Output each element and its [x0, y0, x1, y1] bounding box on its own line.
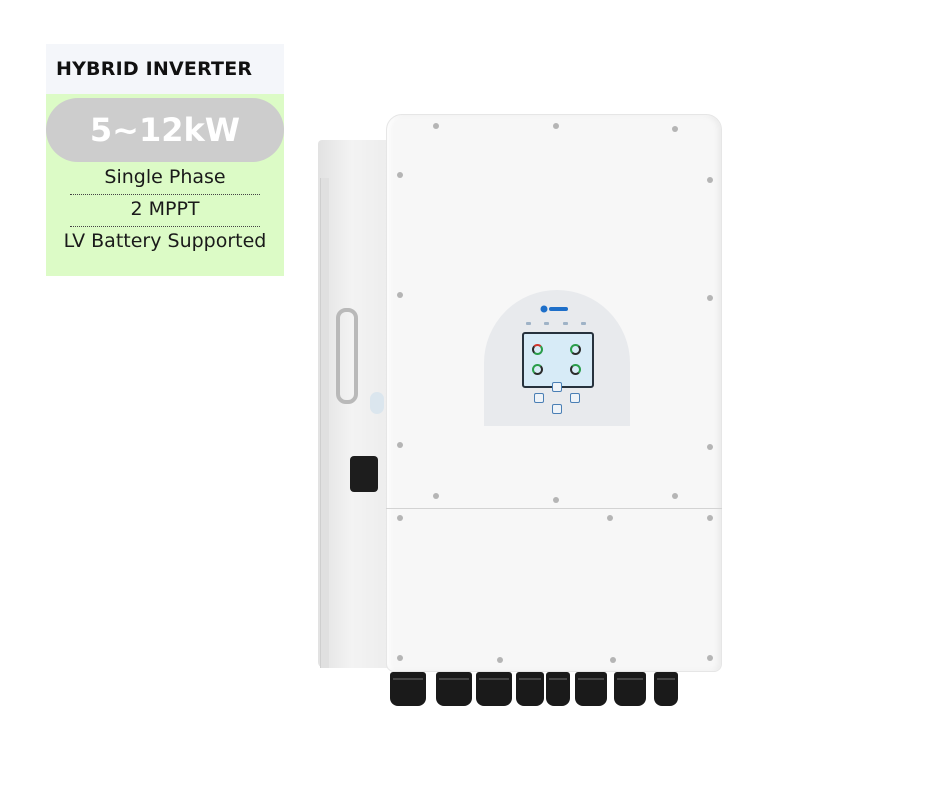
- screw-icon: [397, 655, 403, 661]
- panel-seam: [386, 508, 722, 509]
- spec-divider: [70, 226, 260, 227]
- spec-mppt: 2 MPPT: [130, 198, 200, 220]
- screw-icon: [610, 657, 616, 663]
- screw-icon: [672, 126, 678, 132]
- brand-logo-mark-icon: [540, 305, 568, 313]
- gauge-icon: [570, 364, 581, 375]
- power-range-text: 5~12kW: [89, 111, 241, 149]
- power-range-pill: 5~12kW: [46, 98, 284, 162]
- spec-divider: [70, 194, 260, 195]
- down-key-icon: [552, 404, 562, 414]
- screw-icon: [672, 493, 678, 499]
- spec-battery: LV Battery Supported: [63, 230, 267, 252]
- handle-icon: [336, 308, 358, 404]
- screw-icon: [607, 515, 613, 521]
- screw-icon: [497, 657, 503, 663]
- screw-icon: [707, 295, 713, 301]
- screw-icon: [433, 493, 439, 499]
- screw-icon: [397, 442, 403, 448]
- enter-key-icon: [570, 393, 580, 403]
- screw-icon: [397, 292, 403, 298]
- spec-title-bar: HYBRID INVERTER: [46, 44, 284, 94]
- dc-switch-icon: [350, 456, 378, 492]
- cable-gland-icon: [614, 672, 646, 706]
- cable-gland-icon: [516, 672, 544, 706]
- screw-icon: [707, 655, 713, 661]
- status-led-icon: [581, 322, 586, 325]
- cable-gland-icon: [575, 672, 607, 706]
- led-indicator-icon: [370, 392, 384, 414]
- status-led-icon: [544, 322, 549, 325]
- mounting-rail: [320, 178, 329, 668]
- up-key-icon: [552, 382, 562, 392]
- lcd-screen-icon: [522, 332, 594, 388]
- screw-icon: [553, 123, 559, 129]
- gauge-icon: [570, 344, 581, 355]
- status-led-icon: [563, 322, 568, 325]
- gauge-icon: [532, 364, 543, 375]
- screw-icon: [553, 497, 559, 503]
- screw-icon: [707, 444, 713, 450]
- gauge-icon: [532, 344, 543, 355]
- spec-phase: Single Phase: [104, 166, 226, 188]
- cable-gland-icon: [476, 672, 512, 706]
- spec-card: HYBRID INVERTER 5~12kW Single Phase 2 MP…: [46, 44, 284, 276]
- esc-key-icon: [534, 393, 544, 403]
- cable-gland-icon: [546, 672, 570, 706]
- screw-icon: [397, 172, 403, 178]
- spec-title: HYBRID INVERTER: [56, 58, 253, 80]
- screw-icon: [397, 515, 403, 521]
- cable-gland-icon: [390, 672, 426, 706]
- screw-icon: [433, 123, 439, 129]
- brand-logo-icon: [540, 303, 570, 318]
- cable-gland-icon: [654, 672, 678, 706]
- cable-gland-icon: [436, 672, 472, 706]
- status-led-icon: [526, 322, 531, 325]
- screw-icon: [707, 177, 713, 183]
- screw-icon: [707, 515, 713, 521]
